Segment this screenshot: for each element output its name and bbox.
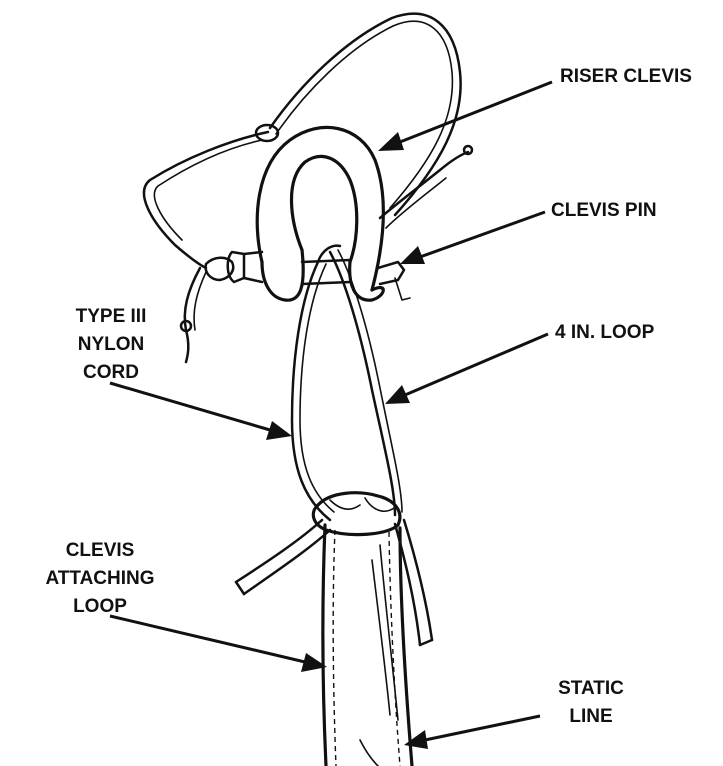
leader-riser-clevis: [378, 82, 552, 151]
label-type-iii-nylon-cord-line3: CORD: [83, 362, 139, 383]
leader-type-iii-nylon-cord: [110, 383, 292, 440]
four-inch-loop-drawing: [292, 246, 402, 520]
leader-static-line: [404, 716, 540, 749]
label-type-iii-nylon-cord-line1: TYPE III: [76, 306, 147, 327]
leader-clevis-pin: [400, 212, 545, 264]
leader-four-inch-loop: [385, 334, 548, 404]
label-clevis-attaching-loop-line3: LOOP: [73, 596, 127, 617]
label-four-inch-loop: 4 IN. LOOP: [555, 322, 655, 343]
nylon-cord-drawing: [144, 14, 472, 362]
label-static-line-line2: LINE: [569, 706, 612, 727]
label-clevis-pin: CLEVIS PIN: [551, 200, 657, 221]
label-clevis-attaching-loop-line1: CLEVIS: [66, 540, 135, 561]
riser-clevis-drawing: [257, 127, 383, 300]
leader-clevis-attaching-loop: [110, 616, 327, 672]
label-clevis-attaching-loop-line2: ATTACHING: [45, 568, 154, 589]
label-type-iii-nylon-cord-line2: NYLON: [78, 334, 145, 355]
label-riser-clevis: RISER CLEVIS: [560, 66, 692, 87]
static-line-drawing: [323, 525, 412, 766]
label-static-line-line1: STATIC: [558, 678, 624, 699]
